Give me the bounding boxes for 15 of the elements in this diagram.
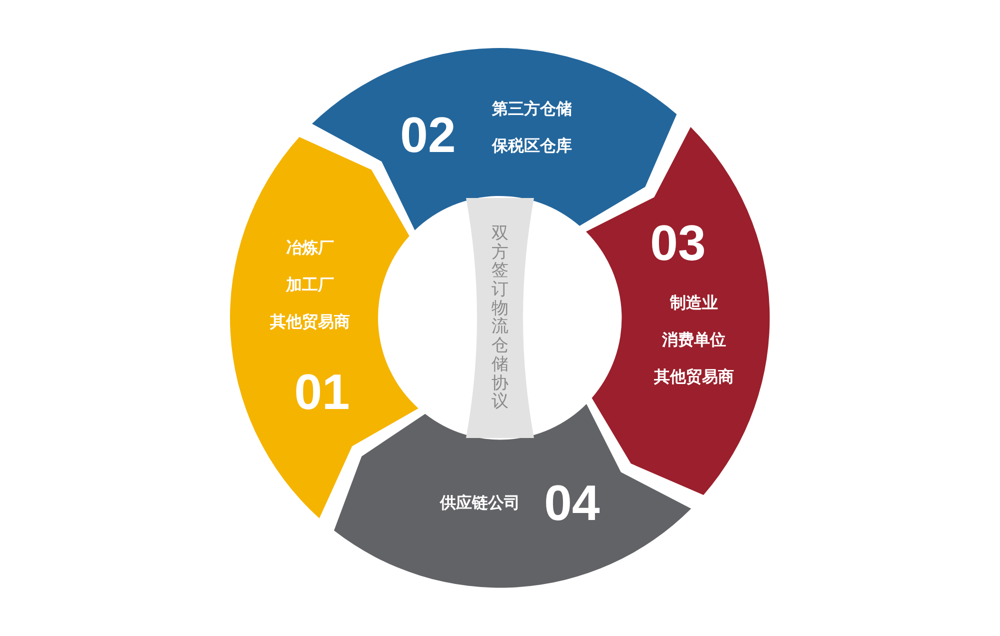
segment-label: 冶炼厂: [286, 240, 334, 256]
step-number: 01: [294, 366, 350, 417]
segment-label: 制造业: [670, 294, 718, 311]
step-number: 04: [544, 478, 600, 528]
segment-label: 第三方仓储: [492, 101, 572, 117]
segment-label: 消费单位: [662, 332, 726, 348]
segment-label: 加工厂: [286, 276, 334, 293]
agreement-label: 双方签订物流仓储协议: [492, 224, 508, 412]
segment-label: 保税区仓库: [492, 138, 572, 154]
segment-label: 供应链公司: [440, 494, 520, 511]
segment-label: 其他贸易商: [270, 314, 350, 330]
step-number: 03: [650, 218, 706, 268]
step-number: 02: [400, 110, 456, 160]
agreement-band: [466, 198, 534, 438]
segment-label: 其他贸易商: [654, 368, 734, 385]
